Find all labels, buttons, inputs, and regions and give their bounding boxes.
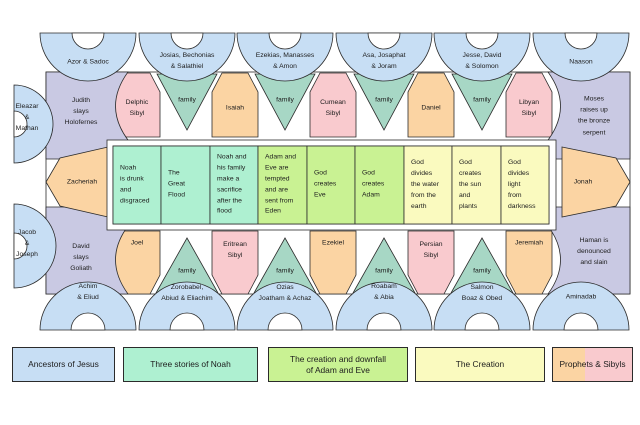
lunette-josias-notch <box>170 32 204 50</box>
ezekiel-shape <box>309 230 357 295</box>
lunette-azor-sadoc-notch <box>71 32 105 50</box>
legend-label: Prophets & Sibyls <box>559 359 626 370</box>
legend-adam-eve: The creation and downfall of Adam and Ev… <box>268 347 408 382</box>
legend-label: Ancestors of Jesus <box>28 359 99 370</box>
lunette-ozias <box>236 281 334 331</box>
lunette-asa <box>335 32 433 82</box>
lunette-aminadab <box>532 281 630 331</box>
panel-sun-plants <box>451 145 502 225</box>
lunette-zorobabel <box>138 281 236 331</box>
legend-creation: The Creation <box>415 347 545 382</box>
lunette-achim-notch <box>70 312 106 331</box>
ceiling-shapes-layer <box>13 32 631 331</box>
eritrean-sibyl-shape <box>211 230 259 295</box>
legend-label: The Creation <box>455 359 505 370</box>
panel-light-darkness <box>500 145 550 225</box>
lunette-salmon <box>433 281 531 331</box>
jeremiah-shape <box>505 230 553 295</box>
lunette-ezekias <box>236 32 334 82</box>
lunette-zorobabel-notch <box>169 312 205 331</box>
panel-noah-drunk <box>112 145 162 225</box>
lunette-naason-notch <box>564 32 598 50</box>
lunette-aminadab-notch <box>563 312 599 331</box>
jonah-shape <box>561 146 631 218</box>
legend-ancestors: Ancestors of Jesus <box>12 347 115 382</box>
libyan-sibyl-shape <box>505 72 553 138</box>
isaiah-shape <box>211 72 259 138</box>
panel-great-flood <box>160 145 211 225</box>
medallion-eleazar-notch <box>13 110 28 138</box>
lunette-ozias-notch <box>267 312 303 331</box>
legend-noah: Three stories of Noah <box>123 347 258 382</box>
lunette-josias <box>138 32 236 82</box>
lunette-asa-notch <box>367 32 401 50</box>
panel-temptation <box>257 145 308 225</box>
panel-noah-sacrifice <box>209 145 259 225</box>
cumean-sibyl-shape <box>309 72 357 138</box>
legend-label: The creation and downfall of Adam and Ev… <box>290 353 386 375</box>
lunette-jesse-notch <box>465 32 499 50</box>
panel-creation-eve <box>306 145 356 225</box>
persian-sibyl-shape <box>407 230 455 295</box>
lunette-jesse <box>433 32 531 82</box>
daniel-shape <box>407 72 455 138</box>
lunette-naason <box>532 32 630 82</box>
legend-prophets-color-swatch <box>553 348 586 381</box>
legend-label: Three stories of Noah <box>150 359 231 370</box>
lunette-roabam <box>335 281 433 331</box>
lunette-achim <box>39 281 137 331</box>
legend-prophets-sibyls: Prophets & Sibyls <box>552 347 633 382</box>
medallion-eleazar-mathan <box>13 84 54 164</box>
panel-creation-adam <box>354 145 405 225</box>
panel-divides-water <box>403 145 453 225</box>
legend-sibyls-color-swatch <box>585 348 632 381</box>
lunette-azor-sadoc <box>39 32 137 82</box>
lunette-salmon-notch <box>464 312 500 331</box>
medallion-jacob-joseph <box>13 203 57 289</box>
lunette-roabam-notch <box>366 312 402 331</box>
medallion-jacob-notch <box>13 232 28 260</box>
lunette-ezekias-notch <box>268 32 302 50</box>
